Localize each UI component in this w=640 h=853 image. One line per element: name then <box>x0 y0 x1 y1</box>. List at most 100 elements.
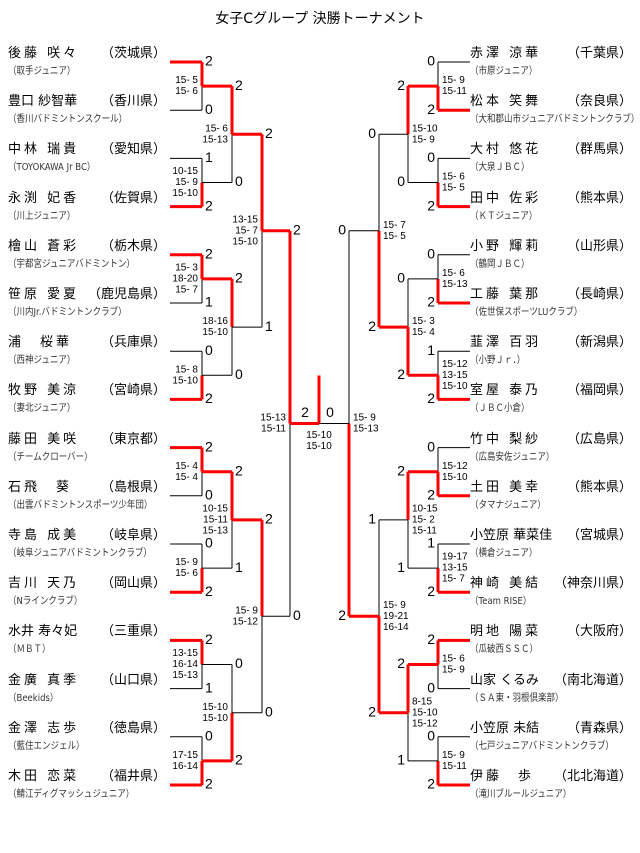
match-score: 0 <box>427 149 435 165</box>
match-score: 2 <box>205 776 213 792</box>
player-name: 小野 輝莉 <box>470 238 542 254</box>
player-prefecture: （東京都） <box>100 431 166 447</box>
game-scores: 15-10 <box>412 123 438 134</box>
player-prefecture: （茨城県） <box>100 46 166 61</box>
player-prefecture: （栃木県） <box>100 238 166 254</box>
player-prefecture: （三重県） <box>100 624 166 640</box>
game-scores: 19-17 <box>442 552 468 563</box>
game-scores: 15- 7 <box>383 220 406 231</box>
game-scores: 10-15 <box>412 504 438 515</box>
final-game-scores: 15-10 <box>306 441 332 452</box>
player-name: 豊口 紗智華 <box>8 94 78 110</box>
player-name: 永渕 妃香 <box>8 190 80 206</box>
player-name: 韮澤 百羽 <box>470 335 542 351</box>
match-score: 1 <box>368 511 376 527</box>
player-name: 金廣 真季 <box>8 672 80 688</box>
player-prefecture: （熊本県） <box>566 479 632 495</box>
match-score: 0 <box>205 101 213 117</box>
game-scores: 15- 3 <box>175 263 198 274</box>
page-title: 女子Cグループ 決勝トーナメント <box>215 11 425 27</box>
match-score: 2 <box>265 511 273 527</box>
player-entry: 寺島 成美（岐阜県） （岐阜ジュニアバドミントンクラブ） <box>8 524 166 568</box>
game-scores: 15-11 <box>203 515 228 526</box>
game-scores: 18-20 <box>172 274 198 285</box>
match-score: 2 <box>397 655 405 671</box>
player-entry: 永渕 妃香（佐賀県） （川上ジュニア） <box>8 187 166 231</box>
match-score: 2 <box>235 77 243 93</box>
player-club: （市原ジュニア） <box>470 66 538 77</box>
game-scores: 15- 9 <box>383 600 406 611</box>
player-prefecture: （兵庫県） <box>100 335 166 351</box>
game-scores: 15- 9 <box>353 413 376 424</box>
game-scores: 18-16 <box>202 316 228 327</box>
player-entry: 中林 瑞貴（愛知県） （TOYOKAWA Jr BC） <box>8 138 166 182</box>
match-score: 0 <box>427 679 435 695</box>
player-prefecture: （大阪府） <box>566 624 632 640</box>
game-scores: 15- 5 <box>175 75 198 86</box>
player-entry: 明地 陽菜（大阪府） （瓜破西ＳＳＣ） <box>470 620 632 664</box>
player-prefecture: （北北海道） <box>553 769 632 784</box>
game-scores: 13-15 <box>442 370 468 381</box>
player-prefecture: （千葉県） <box>566 46 632 61</box>
match-score: 2 <box>235 462 243 478</box>
player-entry: 小野 輝莉（山形県） （鶴岡ＪＢＣ） <box>470 235 632 279</box>
game-scores: 15- 9 <box>175 177 198 188</box>
game-scores: 15- 9 <box>235 605 258 616</box>
player-name: 室屋 泰乃 <box>470 383 542 399</box>
match-score: 0 <box>205 487 213 503</box>
player-prefecture: （岡山県） <box>100 576 166 592</box>
player-club: （岐阜ジュニアバドミントンクラブ） <box>8 548 152 559</box>
player-name: 後藤 咲々 <box>8 46 80 61</box>
player-entry: 檜山 蒼彩（栃木県） （宇都宮ジュニアバドミントン） <box>8 235 166 279</box>
game-scores: 17-15 <box>172 750 198 761</box>
match-score: 2 <box>205 583 213 599</box>
player-club: （西神ジュニア） <box>8 355 76 367</box>
player-entry: 小笠原 華菜佳（宮城県） （横倉ジュニア） <box>470 524 632 568</box>
player-name: 大村 悠花 <box>470 142 542 158</box>
match-score: 1 <box>397 559 405 575</box>
player-prefecture: （徳島県） <box>100 720 166 736</box>
player-name: 神崎 美結 <box>470 576 542 592</box>
game-scores: 15-10 <box>202 702 228 713</box>
match-score: 2 <box>205 631 213 647</box>
final-score: 0 <box>326 404 334 420</box>
match-score: 0 <box>205 342 213 358</box>
player-prefecture: （群馬県） <box>566 142 632 158</box>
game-scores: 8-15 <box>412 696 432 707</box>
game-scores: 15-13 <box>353 424 379 435</box>
player-entry: 土田 美幸（熊本県） （タマナジュニア） <box>470 476 632 520</box>
player-prefecture: （広島県） <box>566 431 632 447</box>
match-score: 2 <box>293 221 301 237</box>
player-prefecture: （福井県） <box>100 769 166 784</box>
game-scores: 13-15 <box>172 648 198 659</box>
match-score: 0 <box>427 246 435 262</box>
player-prefecture: （長崎県） <box>566 287 632 302</box>
match-score: 0 <box>427 53 435 69</box>
match-score: 2 <box>427 101 435 117</box>
player-name: 吉川 天乃 <box>8 576 80 592</box>
game-scores: 15-11 <box>412 526 437 537</box>
game-scores: 15- 4 <box>175 472 198 483</box>
player-name: 竹中 梨紗 <box>470 431 542 447</box>
match-score: 2 <box>368 318 376 334</box>
match-score: 2 <box>235 270 243 286</box>
player-club: （妻北ジュニア） <box>8 403 76 415</box>
player-club: （七戸ジュニアバドミントンクラブ） <box>470 740 614 752</box>
game-scores: 15-13 <box>202 526 228 537</box>
match-score: 2 <box>338 607 346 623</box>
game-scores: 15-10 <box>232 236 258 247</box>
player-club: （広島安佐ジュニア） <box>470 451 555 463</box>
player-prefecture: （岐阜県） <box>100 528 166 543</box>
player-club: （Beekids） <box>8 692 59 704</box>
match-score: 2 <box>205 438 213 454</box>
match-score: 2 <box>265 125 273 141</box>
player-entry: 木田 恋菜（福井県） （鯖江ディグマッシュジュニア） <box>8 765 166 809</box>
player-name: 藤田 美咲 <box>8 431 80 447</box>
player-club: （香川バドミントンスクール） <box>8 114 128 126</box>
match-score: 2 <box>205 246 213 262</box>
match-score: 2 <box>235 752 243 768</box>
player-name: 笹原 愛夏 <box>8 287 80 302</box>
player-name: 田中 佐彩 <box>470 190 542 206</box>
game-scores: 15- 2 <box>412 515 435 526</box>
game-scores: 15- 5 <box>383 231 406 242</box>
